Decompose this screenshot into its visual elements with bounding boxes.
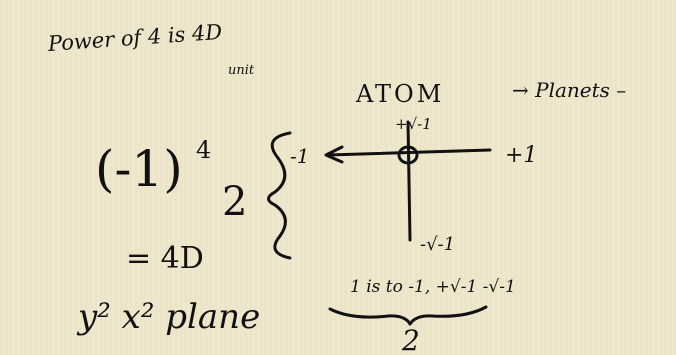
header-unit: unit xyxy=(228,63,255,78)
formula-numerator: 1 is to -1, +√-1 -√-1 xyxy=(350,277,516,297)
axis-label-bottom: -√-1 xyxy=(420,234,455,255)
axis-label-top: +√-1 xyxy=(395,115,432,133)
expression-exponent: 4 xyxy=(196,136,212,164)
curly-brace xyxy=(267,131,292,260)
origin-circle xyxy=(397,145,419,165)
expression-factor: 2 xyxy=(222,179,248,225)
vertical-axis xyxy=(406,120,412,242)
planets-label: → Planets – xyxy=(512,78,627,102)
diagram-title: ATOM xyxy=(356,80,445,108)
expression-base: (-1) xyxy=(95,140,183,198)
horizontal-axis-arrow xyxy=(324,145,344,164)
underbrace xyxy=(328,305,488,326)
plane-label: y² x² plane xyxy=(78,297,261,337)
axis-label-right: +1 xyxy=(505,143,537,168)
axis-label-left: -1 xyxy=(290,144,309,168)
formula-denominator: 2 xyxy=(401,324,420,355)
equals-line: = 4D xyxy=(126,241,204,276)
